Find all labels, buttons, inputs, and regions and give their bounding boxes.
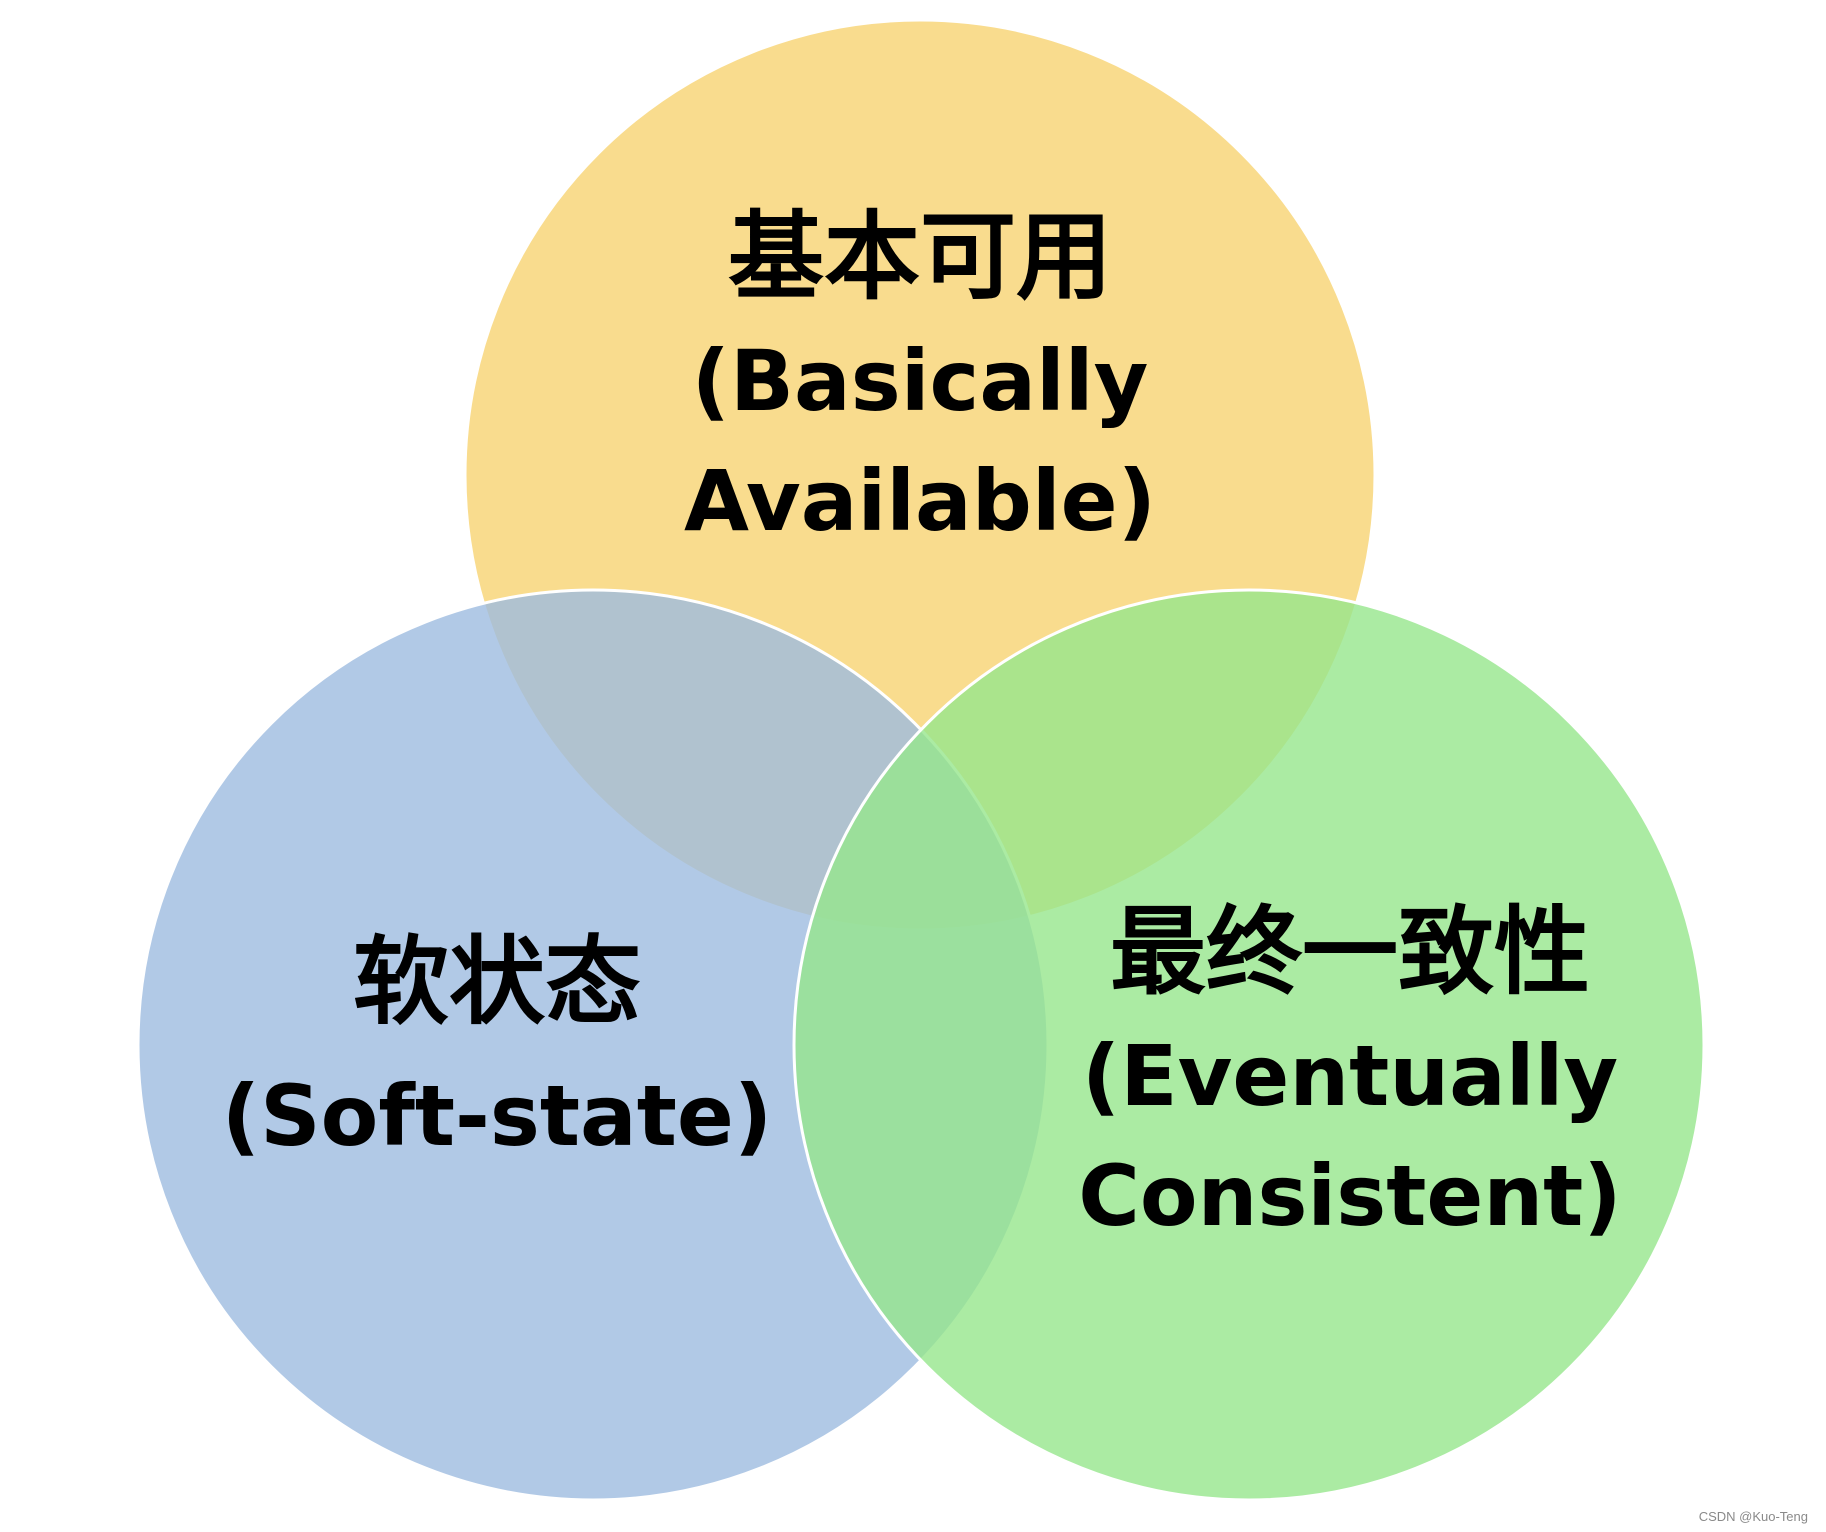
label-soft-state-line-2: (Soft-state) bbox=[222, 1067, 773, 1165]
label-eventually-consistent-line-1: 最终一致性 bbox=[1110, 896, 1590, 1008]
circle-eventually-consistent bbox=[792, 588, 1706, 1502]
label-basically-available-line-3: Available) bbox=[684, 452, 1156, 550]
venn-circles bbox=[136, 18, 1706, 1502]
label-basically-available-line-2: (Basically bbox=[692, 332, 1149, 430]
watermark: CSDN @Kuo-Teng bbox=[1698, 1509, 1808, 1524]
label-eventually-consistent-line-2: (Eventually bbox=[1082, 1027, 1618, 1125]
label-soft-state-line-1: 软状态 bbox=[353, 926, 641, 1038]
label-eventually-consistent-line-3: Consistent) bbox=[1078, 1147, 1621, 1245]
label-basically-available-line-1: 基本可用 bbox=[728, 201, 1112, 313]
